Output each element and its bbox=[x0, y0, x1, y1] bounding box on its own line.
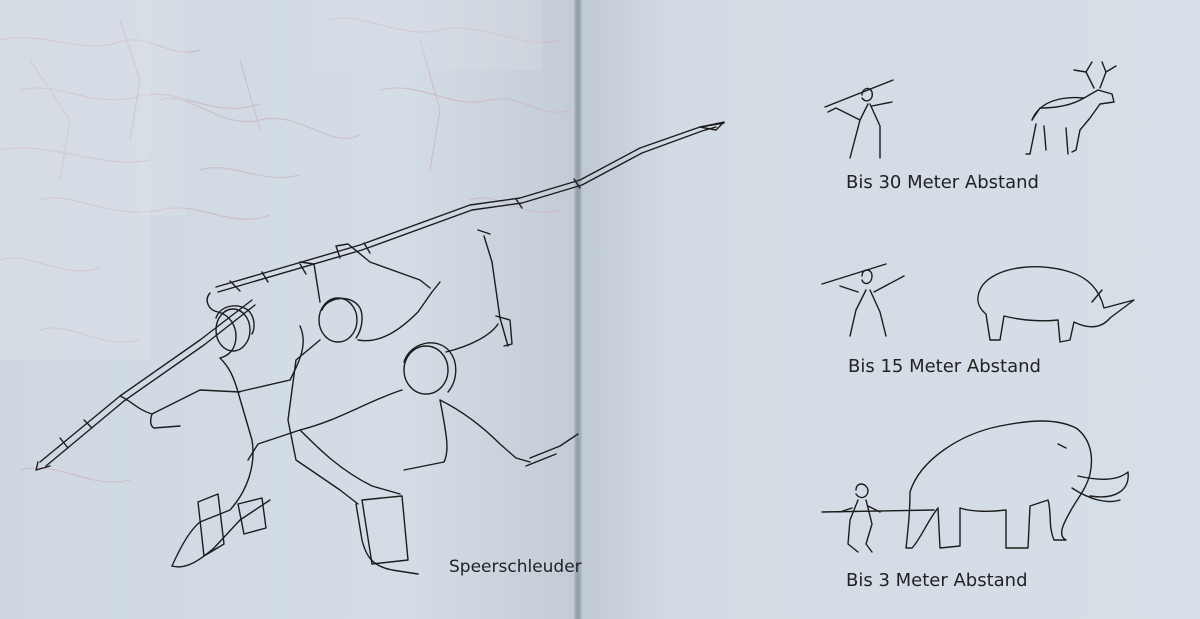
spear-thrower-icon-3 bbox=[822, 484, 934, 552]
book-gutter bbox=[574, 0, 582, 619]
distance-caption-15m: Bis 15 Meter Abstand bbox=[848, 356, 1041, 377]
deer-icon bbox=[1026, 62, 1116, 154]
rhinoceros-icon bbox=[978, 267, 1134, 342]
cave-wall-background bbox=[0, 0, 578, 619]
mammoth-icon bbox=[906, 421, 1128, 548]
right-page bbox=[580, 0, 1200, 619]
spear-thrower-icon bbox=[825, 80, 893, 158]
left-page bbox=[0, 0, 578, 619]
distance-caption-30m: Bis 30 Meter Abstand bbox=[846, 172, 1039, 193]
hunters-throwing-spears-illustration bbox=[36, 122, 724, 574]
spear-thrower-icon-2 bbox=[822, 264, 904, 336]
speerschleuder-caption: Speerschleuder bbox=[449, 557, 582, 577]
distance-caption-3m: Bis 3 Meter Abstand bbox=[846, 570, 1028, 591]
